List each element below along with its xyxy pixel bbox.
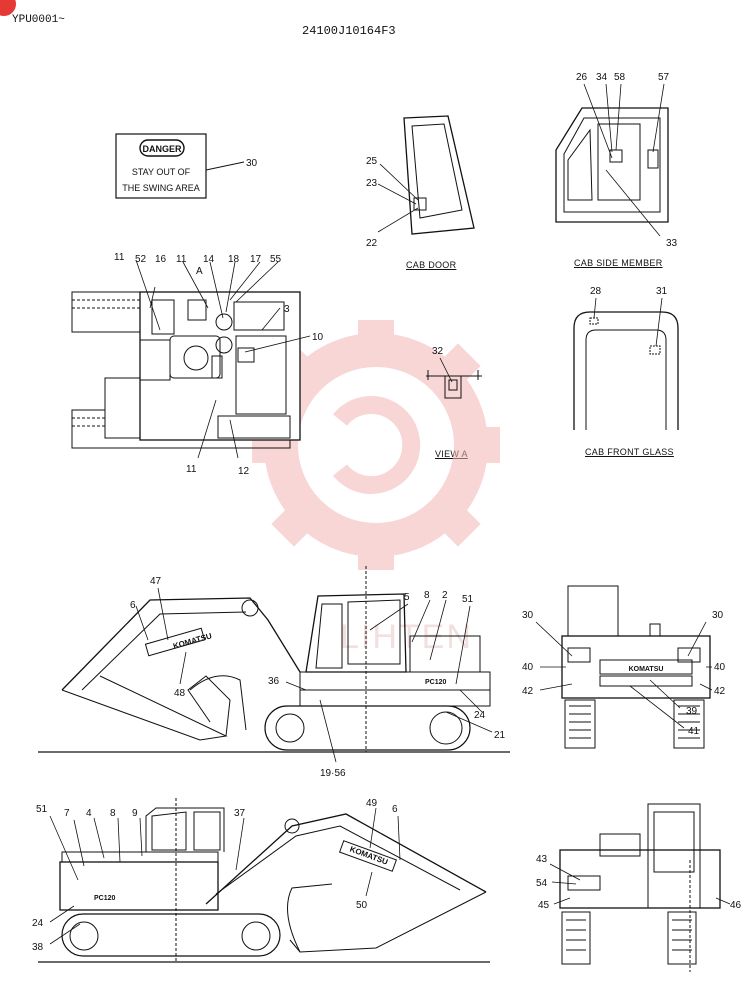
- callout-label: 40: [714, 662, 726, 673]
- callout-label: 8: [110, 808, 116, 819]
- callout-label: 18: [228, 254, 240, 265]
- callout-label: 55: [270, 254, 282, 265]
- callout-label: 30: [522, 610, 534, 621]
- callout-label: 58: [614, 72, 626, 83]
- callout-label: 37: [234, 808, 246, 819]
- front-view-drawing: [559, 803, 721, 972]
- part-number: 24100J10164F3: [302, 24, 396, 38]
- callout-label: 50: [356, 900, 368, 911]
- callout-label: 11: [186, 464, 197, 475]
- callout-label: 34: [596, 72, 608, 83]
- brand-decal-rear: KOMATSU: [629, 666, 664, 673]
- danger-line-2: THE SWING AREA: [122, 183, 200, 193]
- danger-heading: DANGER: [142, 144, 182, 154]
- callout-label: A: [196, 266, 203, 277]
- callout-label: 31: [656, 286, 668, 297]
- callout-label: 43: [536, 854, 548, 865]
- watermark-text: LIHTEN: [340, 618, 473, 656]
- callout-label: 10: [312, 332, 324, 343]
- callout-label: 3: [284, 304, 290, 315]
- brand-decal-right: KOMATSU: [172, 631, 213, 651]
- model-decal-right: PC120: [425, 679, 447, 686]
- callout-label: 16: [155, 254, 167, 265]
- callout-label: 2: [442, 590, 448, 601]
- callout-label: 4: [86, 808, 92, 819]
- callout-label: 42: [714, 686, 726, 697]
- callout-label: 6: [130, 600, 136, 611]
- callout-label: 28: [590, 286, 602, 297]
- model-decal-left: PC120: [94, 895, 116, 902]
- callout-label: 39: [686, 706, 698, 717]
- callout-label: 24: [32, 918, 44, 929]
- callout-label: 38: [32, 942, 44, 953]
- callout-label: 7: [64, 808, 70, 819]
- callout-labels: 30 11 52 16 11 A 14 18 17 55 3 10 11 12 …: [32, 72, 742, 953]
- callout-label: 49: [366, 798, 378, 809]
- callout-label: 36: [268, 676, 280, 687]
- callout-label: 23: [366, 178, 378, 189]
- top-view-drawing: [71, 291, 301, 449]
- callout-label: 52: [135, 254, 147, 265]
- callout-label: 14: [203, 254, 215, 265]
- callout-label: 57: [658, 72, 670, 83]
- callout-label: 11: [114, 252, 125, 263]
- caption-cab-door: CAB DOOR: [406, 260, 457, 270]
- brand-decal-left: KOMATSU: [349, 845, 390, 867]
- callout-label: 40: [522, 662, 534, 673]
- callout-label: 5: [404, 592, 410, 603]
- callout-label: 30: [712, 610, 724, 621]
- side-view-right-drawing: [38, 566, 510, 753]
- leader-lines: [49, 83, 731, 945]
- callout-label: 54: [536, 878, 548, 889]
- callout-label: 11: [176, 254, 187, 265]
- view-a-drawing: [426, 370, 482, 399]
- callout-label: 42: [522, 686, 534, 697]
- callout-label: 25: [366, 156, 378, 167]
- danger-line-1: STAY OUT OF: [132, 167, 191, 177]
- callout-label: 17: [250, 254, 262, 265]
- side-view-left-drawing: [38, 798, 490, 963]
- callout-label: 30: [246, 158, 258, 169]
- caption-cab-front-glass: CAB FRONT GLASS: [585, 447, 674, 457]
- callout-label: 26: [576, 72, 588, 83]
- callout-label: 21: [494, 730, 506, 741]
- callout-label: 6: [392, 804, 398, 815]
- callout-label: 9: [132, 808, 138, 819]
- caption-view-a: VIEW A: [435, 449, 468, 459]
- callout-label: 33: [666, 238, 678, 249]
- callout-label: 12: [238, 466, 250, 477]
- serial-number: YPU0001~: [12, 14, 65, 26]
- callout-label: 41: [688, 726, 700, 737]
- callout-label: 45: [538, 900, 550, 911]
- callout-label: 48: [174, 688, 186, 699]
- callout-label: 22: [366, 238, 378, 249]
- callout-label: 24: [474, 710, 486, 721]
- callout-label: 51: [36, 804, 48, 815]
- cab-door-drawing: [403, 115, 475, 235]
- callout-label: 51: [462, 594, 474, 605]
- caption-cab-side-member: CAB SIDE MEMBER: [574, 258, 663, 268]
- cab-side-member-drawing: [555, 107, 669, 223]
- callout-label: 32: [432, 346, 444, 357]
- corner-marker: [0, 0, 16, 16]
- callout-label: 46: [730, 900, 742, 911]
- callout-label: 19·56: [320, 768, 346, 779]
- callout-label: 8: [424, 590, 430, 601]
- danger-plate: DANGER STAY OUT OF THE SWING AREA: [115, 133, 245, 199]
- callout-label: 47: [150, 576, 162, 587]
- cab-front-glass-drawing: [573, 311, 679, 430]
